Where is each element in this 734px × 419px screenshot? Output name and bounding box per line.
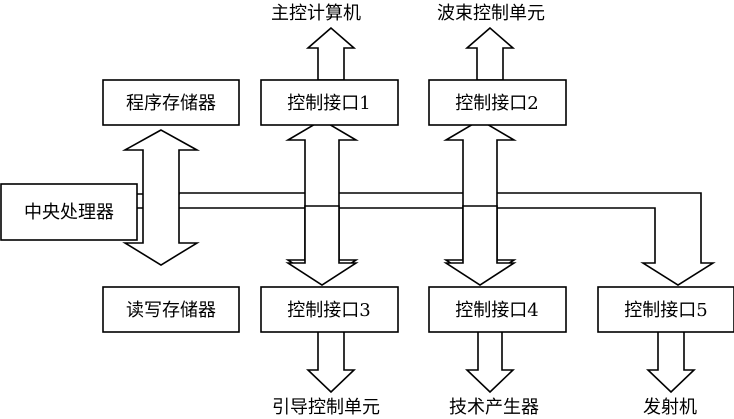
block-rw-memory: 读写存储器 (102, 286, 240, 333)
bus-arrow-ctrl-if-3 (285, 205, 359, 286)
block-ctrl-if-1: 控制接口1 (260, 79, 399, 126)
guidance-control-unit-label: 引导控制单元 (272, 397, 380, 418)
block-program-memory: 程序存储器 (102, 79, 240, 126)
program-memory-label: 程序存储器 (126, 93, 216, 114)
cpu-label: 中央处理器 (24, 202, 114, 223)
ctrl-if-5-label: 控制接口5 (624, 300, 707, 321)
technique-generator-label: 技术产生器 (449, 397, 539, 418)
main-system-bus (135, 192, 716, 286)
arrow-to-beam-control-unit (464, 26, 516, 81)
arrow-to-technique-generator (465, 329, 515, 394)
bus-arrow-program-memory (121, 129, 201, 266)
arrow-to-transmitter (646, 329, 696, 394)
arrow-to-guidance-control-unit (306, 329, 356, 394)
block-cpu: 中央处理器 (0, 183, 138, 241)
bus-arrow-ctrl-if-4 (443, 205, 517, 286)
beam-control-unit-label: 波束控制单元 (437, 3, 545, 24)
transmitter-label: 发射机 (643, 397, 697, 418)
block-ctrl-if-5: 控制接口5 (597, 286, 734, 333)
ctrl-if-4-label: 控制接口4 (455, 300, 538, 321)
block-ctrl-if-4: 控制接口4 (428, 286, 567, 333)
block-ctrl-if-3: 控制接口3 (260, 286, 399, 333)
ctrl-if-2-label: 控制接口2 (455, 93, 538, 114)
ctrl-if-1-label: 控制接口1 (287, 93, 370, 114)
ctrl-if-3-label: 控制接口3 (287, 300, 370, 321)
arrow-to-host-computer (305, 26, 357, 81)
rw-memory-label: 读写存储器 (126, 300, 216, 321)
block-ctrl-if-2: 控制接口2 (428, 79, 567, 126)
host-computer-label: 主控计算机 (271, 3, 361, 24)
